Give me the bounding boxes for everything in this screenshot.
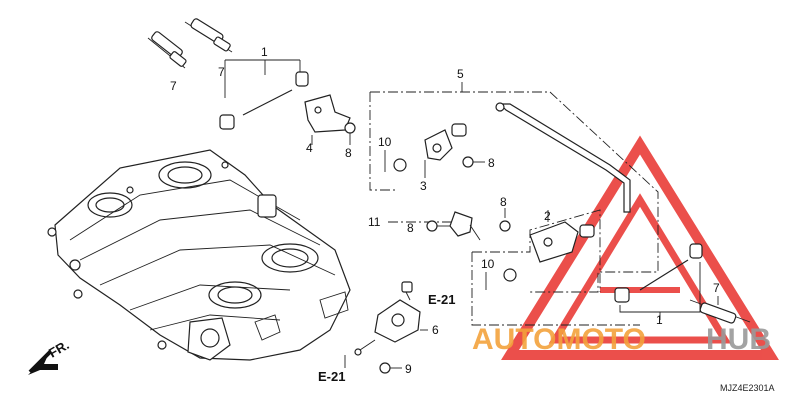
callout-9: 9	[405, 362, 412, 376]
watermark-text-hub: HUB	[706, 323, 771, 356]
callout-8-d: 8	[500, 195, 507, 209]
injector-part-7-bottom	[689, 296, 751, 324]
callout-10-a: 10	[378, 135, 392, 149]
callout-8-c: 8	[407, 221, 414, 235]
assembly-part-5-outline	[369, 82, 659, 293]
sensor-part-6	[354, 281, 428, 356]
callout-5: 5	[457, 67, 464, 81]
callout-6: 6	[432, 323, 439, 337]
bolt-part-9	[379, 362, 402, 374]
callout-8-a: 8	[345, 146, 352, 160]
diagram-code: MJZ4E2301A	[720, 383, 775, 393]
lever-part-3	[424, 123, 467, 178]
shaft-part-1-bottom	[614, 243, 703, 320]
link-rod	[495, 102, 631, 213]
assembly-part-2-outline	[471, 209, 640, 326]
callout-1-top: 1	[261, 45, 268, 59]
bracket-part-11	[388, 211, 481, 241]
injector-part-7-left	[147, 31, 187, 69]
reference-e21-left: E-21	[318, 369, 345, 384]
clip-part-10-upper	[384, 150, 407, 172]
clip-part-10-lower	[485, 268, 517, 290]
bolt-part-8-d	[499, 208, 511, 232]
callout-7-c: 7	[713, 281, 720, 295]
bracket-part-4	[304, 94, 351, 145]
shaft-part-1-top	[219, 59, 309, 130]
callout-4: 4	[306, 141, 313, 155]
callout-2: 2	[544, 209, 551, 223]
callout-7-a: 7	[170, 79, 177, 93]
callout-7-b: 7	[218, 65, 225, 79]
callout-10-b: 10	[481, 257, 495, 271]
callout-3: 3	[420, 179, 427, 193]
callout-11: 11	[368, 215, 381, 229]
callout-8-b: 8	[488, 156, 495, 170]
reference-e21-right: E-21	[428, 292, 455, 307]
callout-1-bottom: 1	[656, 313, 663, 327]
injector-part-7-right	[184, 18, 233, 53]
front-indicator-label: FR.	[46, 337, 72, 360]
bolt-part-8-a	[344, 122, 356, 145]
bolt-part-8-c	[426, 220, 450, 232]
front-arrow-icon	[28, 350, 58, 375]
throttle-body-assembly	[47, 149, 351, 361]
watermark-text-automoto: AUTOMOTO	[472, 323, 646, 356]
bolt-part-8-b	[462, 156, 485, 168]
